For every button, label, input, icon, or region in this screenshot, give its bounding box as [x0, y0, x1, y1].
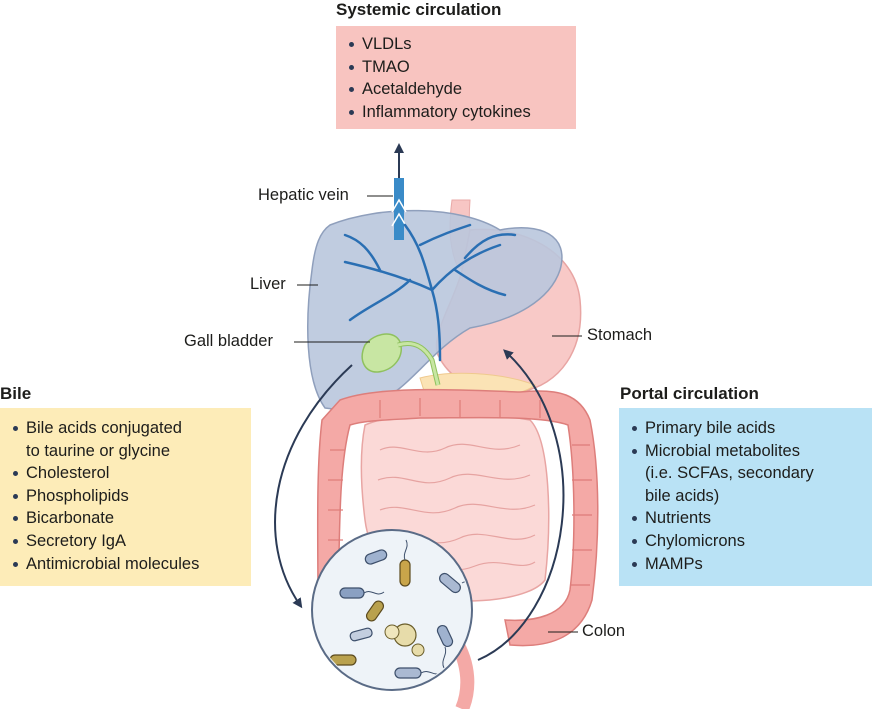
list-item: Cholesterol: [10, 462, 241, 485]
bacteria-icons: [329, 549, 461, 679]
gall-bladder-label: Gall bladder: [184, 332, 273, 350]
systemic-circulation-box: VLDLs TMAO Acetaldehyde Inflammatory cyt…: [336, 26, 576, 129]
colon: [316, 388, 599, 647]
hepatic-vein: [394, 178, 404, 240]
colon-label: Colon: [582, 622, 626, 640]
bile-box: Bile acids conjugated to taurine or glyc…: [0, 408, 251, 586]
portal-circulation-box: Primary bile acids Microbial metabolites…: [619, 408, 872, 586]
list-item: Phospholipids: [10, 485, 241, 508]
list-item: Acetaldehyde: [346, 78, 566, 101]
portal-flow-arrow: [477, 349, 565, 661]
list-item: TMAO: [346, 56, 566, 79]
list-item: VLDLs: [346, 33, 566, 56]
list-item: Bicarbonate: [10, 507, 241, 530]
list-item: Bile acids conjugated to taurine or glyc…: [10, 417, 241, 462]
gall-bladder: [361, 333, 402, 373]
portal-circulation-title: Portal circulation: [620, 384, 759, 403]
list-item: Nutrients: [629, 507, 862, 530]
list-item: Inflammatory cytokines: [346, 101, 566, 124]
stomach-label: Stomach: [587, 326, 653, 344]
liver-vessels: [343, 223, 517, 362]
hepatic-vein-label: Hepatic vein: [258, 186, 349, 204]
list-item: Primary bile acids: [629, 417, 862, 440]
list-item: Antimicrobial molecules: [10, 553, 241, 576]
microbiota-lens: [311, 529, 473, 691]
systemic-circulation-title: Systemic circulation: [336, 0, 502, 19]
bile-flow-arrow: [274, 364, 353, 609]
list-item: Secretory IgA: [10, 530, 241, 553]
list-item: Microbial metabolites (i.e. SCFAs, secon…: [629, 440, 862, 508]
list-item: MAMPs: [629, 553, 862, 576]
bile-title: Bile: [0, 384, 32, 403]
liver-label: Liver: [250, 275, 286, 293]
list-item: Chylomicrons: [629, 530, 862, 553]
